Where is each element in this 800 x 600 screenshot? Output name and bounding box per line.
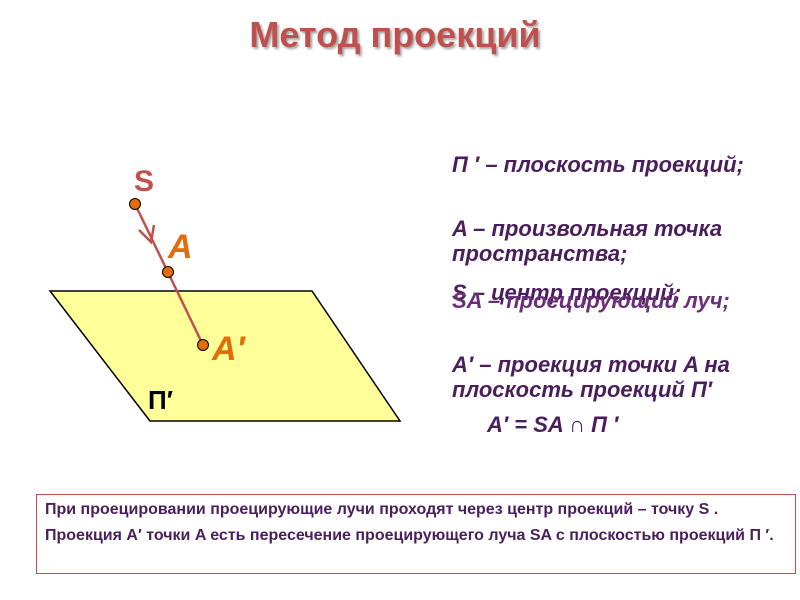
point-definition: A – произвольная точка пространства; xyxy=(452,216,723,266)
label-plane: П′ xyxy=(148,385,173,415)
ray-definition: SA – проецирующий луч; xyxy=(452,288,730,313)
plane-definition: П ′ – плоскость проекций; xyxy=(452,152,744,177)
label-a-prime: A′ xyxy=(212,330,245,368)
label-s: S xyxy=(134,165,155,198)
point-a xyxy=(162,266,174,278)
center-definition: S – центр проекций; xyxy=(452,280,682,305)
label-a: A xyxy=(168,228,193,266)
projection-definition: A′ – проекция точки A на плоскость проек… xyxy=(452,352,730,402)
projection-plane xyxy=(48,290,402,422)
summary-note: При проецировании проецирующие лучи прох… xyxy=(36,494,796,574)
page-title: Метод проекций xyxy=(249,14,541,55)
ray-arrow-icon xyxy=(138,224,156,245)
projection-formula: A′ = SA ∩ П ′ xyxy=(487,412,619,437)
point-a-prime xyxy=(197,339,209,351)
point-s xyxy=(129,198,141,210)
